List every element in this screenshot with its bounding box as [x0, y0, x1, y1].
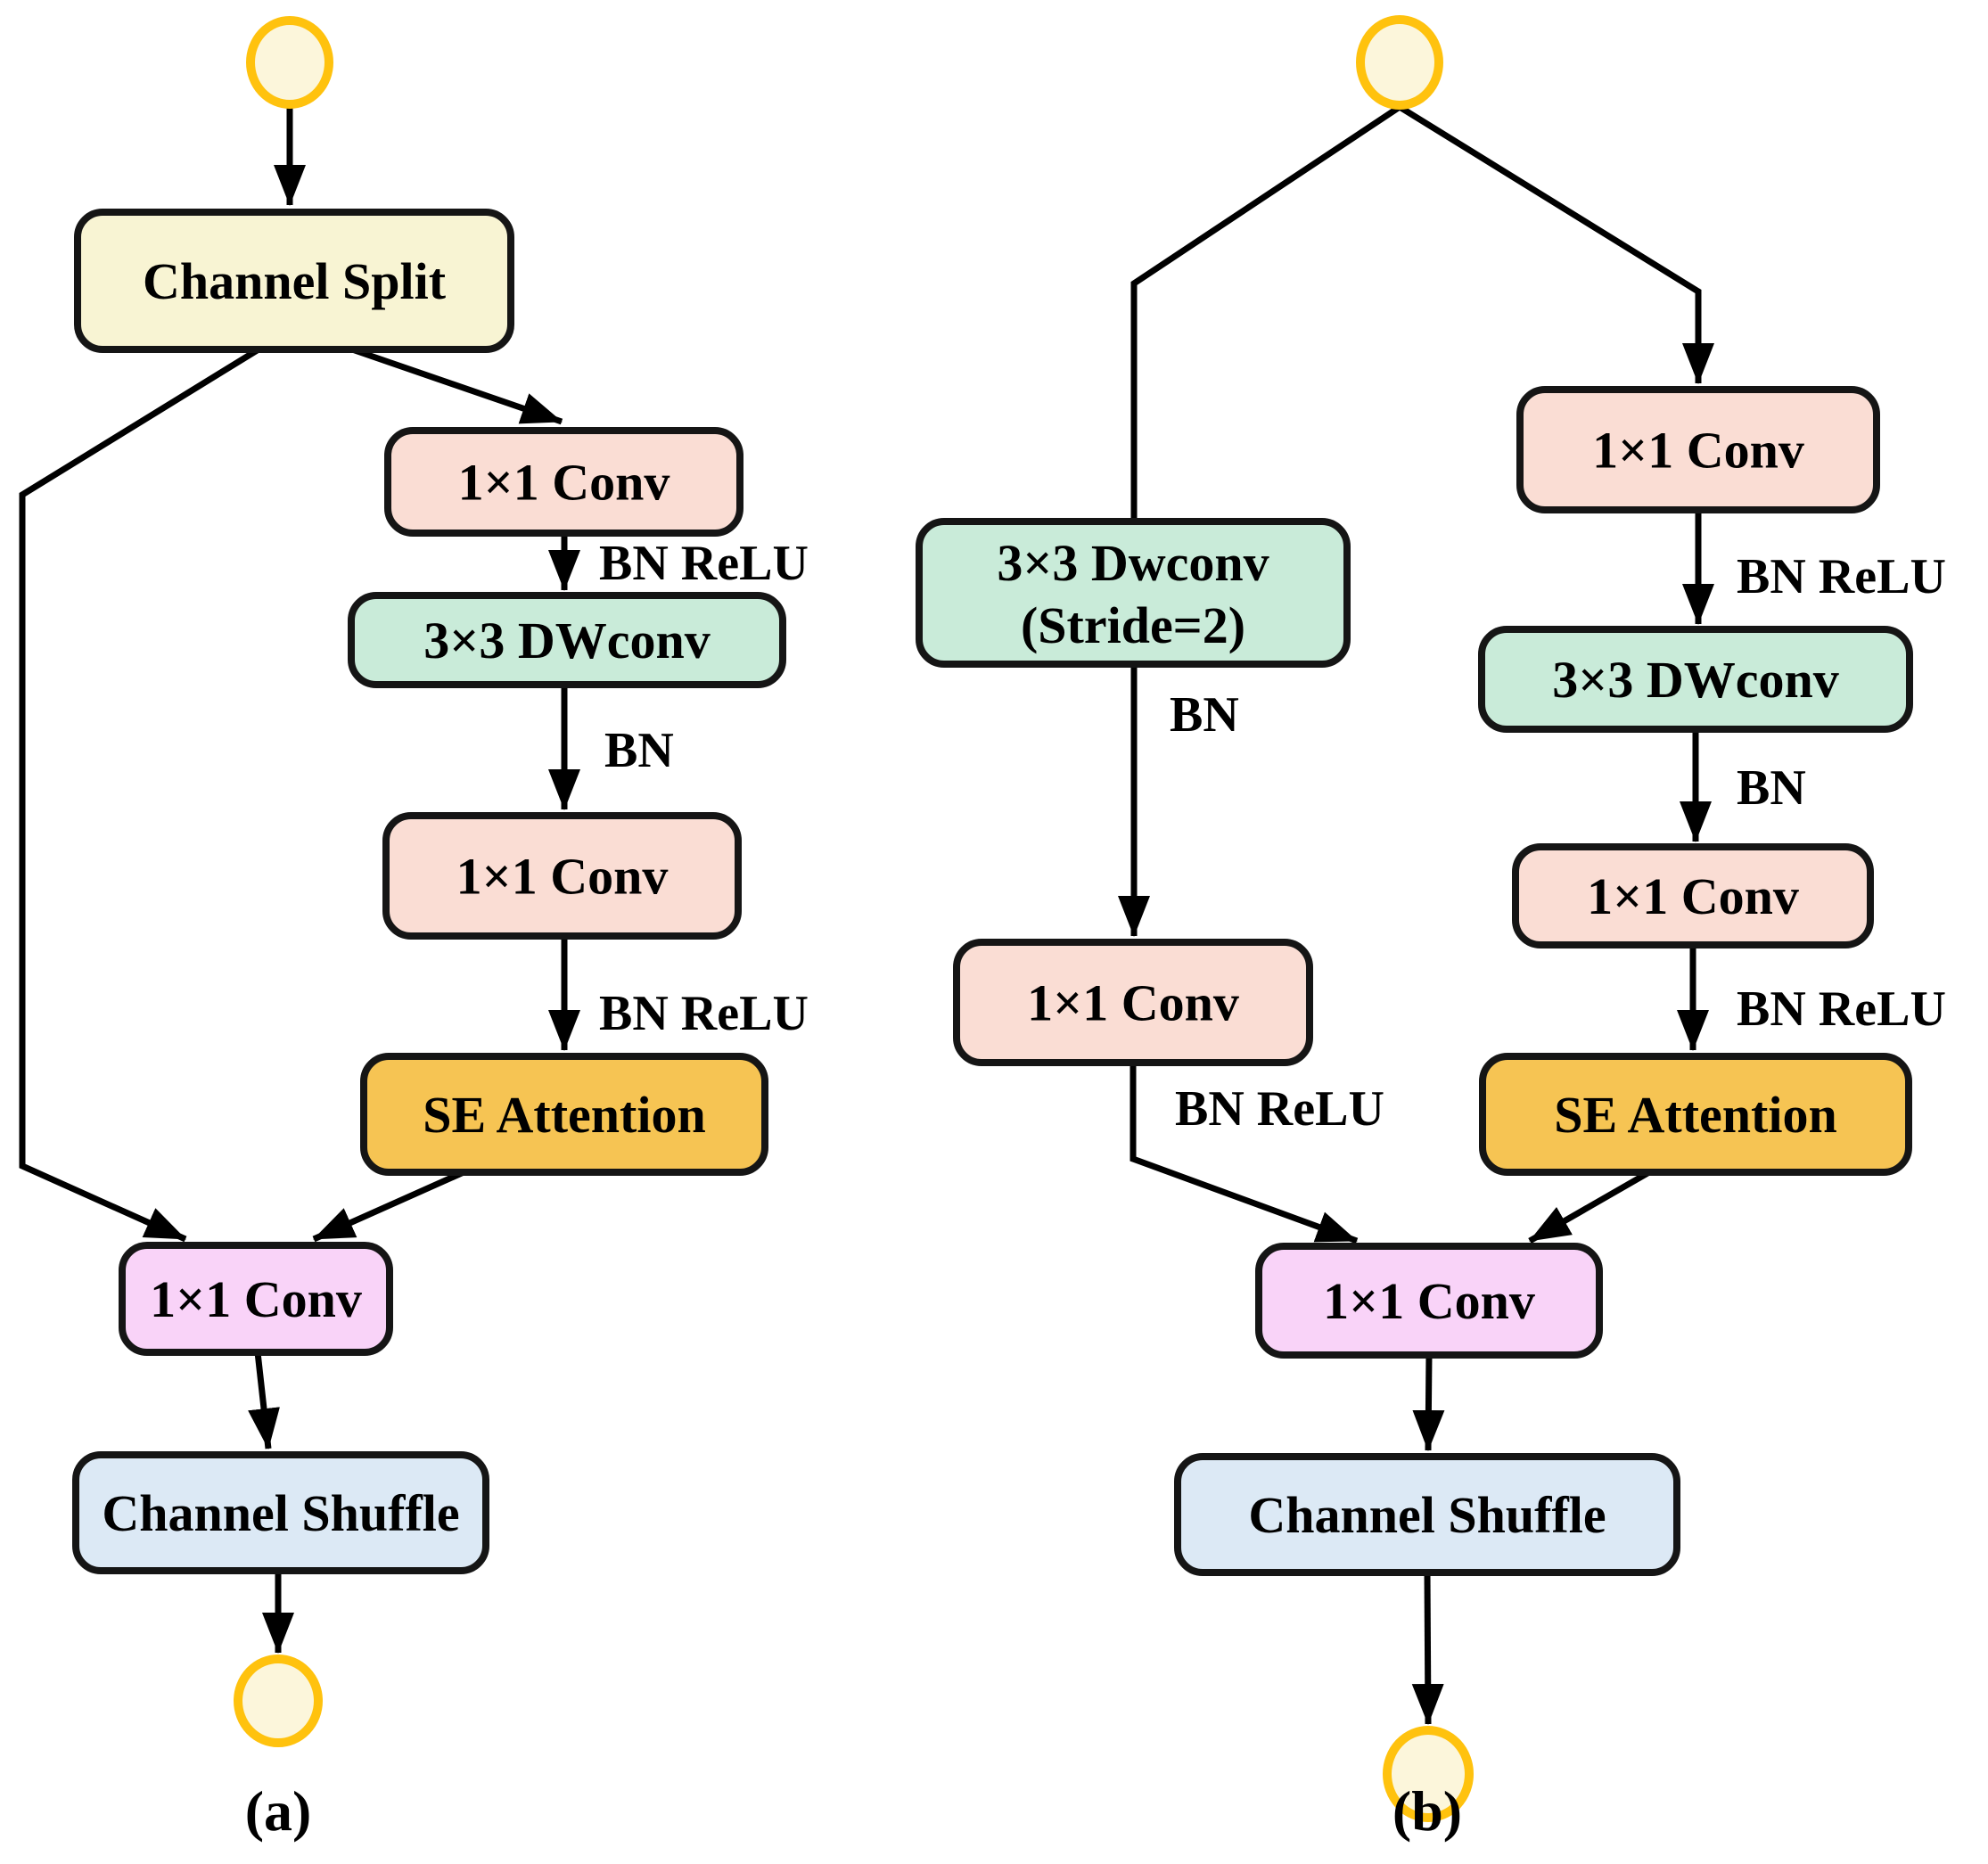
b-conv2-box — [1512, 843, 1874, 948]
node-b-dwconv: 3×3 DWconv — [1478, 626, 1913, 733]
node-b-output — [1383, 1726, 1474, 1822]
b-l-bn-left: BN — [1170, 687, 1239, 743]
a-l-bnrelu2: BN ReLU — [599, 986, 809, 1041]
node-b-input — [1356, 15, 1443, 110]
b-shuffle-box — [1174, 1453, 1680, 1576]
b-edge-se-proj — [1528, 1169, 1651, 1244]
a-conv2-label: 1×1 Conv — [456, 848, 669, 906]
node-a-se: SE Attention — [360, 1053, 768, 1176]
a-se-box — [360, 1053, 768, 1176]
b-dwconv-box — [1478, 626, 1913, 733]
b-input-circle — [1356, 15, 1443, 110]
node-a-dwconv: 3×3 DWconv — [348, 592, 786, 688]
node-a-shuffle: Channel Shuffle — [72, 1451, 489, 1574]
b-l-bnrelu2: BN ReLU — [1737, 981, 1946, 1037]
b-edge-proj-shuffle — [1412, 1354, 1445, 1451]
node-b-conv-left: 1×1 Conv — [953, 939, 1313, 1066]
a-conv1-box — [384, 427, 743, 537]
b-dwconv-s-label: 3×3 Dwconv(Stride=2) — [997, 534, 1269, 654]
b-conv1-label: 1×1 Conv — [1592, 422, 1804, 480]
b-edge-in-right — [1398, 104, 1714, 384]
node-b-conv2: 1×1 Conv — [1512, 843, 1874, 948]
b-edge-convleft-proj — [1130, 1063, 1359, 1244]
node-b-conv1: 1×1 Conv — [1516, 386, 1880, 513]
b-l-bnrelu1: BN ReLU — [1737, 549, 1946, 604]
caption-a: (a) — [244, 1779, 312, 1843]
a-input-circle — [246, 16, 333, 109]
b-se-box — [1479, 1053, 1912, 1176]
a-l-bn1: BN — [604, 723, 674, 778]
node-b-shuffle: Channel Shuffle — [1174, 1453, 1680, 1576]
node-a-proj: 1×1 Conv — [119, 1242, 393, 1356]
a-proj-box — [119, 1242, 393, 1356]
b-proj-label: 1×1 Conv — [1323, 1272, 1535, 1330]
b-conv-left-label: 1×1 Conv — [1027, 974, 1239, 1032]
a-shuffle-label: Channel Shuffle — [102, 1484, 459, 1542]
a-output-circle — [234, 1655, 323, 1747]
b-dwconv-label: 3×3 DWconv — [1552, 651, 1838, 709]
a-edge-split-bypass — [19, 347, 260, 1243]
a-edge-proj-shuffle — [248, 1351, 280, 1449]
a-conv1-label: 1×1 Conv — [458, 454, 670, 512]
b-edge-shuffle-out — [1411, 1572, 1444, 1725]
b-output-circle — [1383, 1726, 1474, 1822]
b-conv2-label: 1×1 Conv — [1587, 867, 1799, 925]
b-se-label: SE Attention — [1554, 1086, 1836, 1144]
node-a-channel-split: Channel Split — [74, 209, 514, 353]
node-a-output — [234, 1655, 323, 1747]
a-dwconv-box — [348, 592, 786, 688]
b-proj-box — [1255, 1243, 1603, 1359]
a-channel-split-box — [74, 209, 514, 353]
a-edge-split-conv1 — [350, 346, 563, 425]
node-b-dwconv-s: 3×3 Dwconv(Stride=2) — [916, 518, 1351, 668]
a-edge-se-proj — [312, 1169, 465, 1243]
b-l-bnrelu-left: BN ReLU — [1175, 1081, 1384, 1137]
a-shuffle-box — [72, 1451, 489, 1574]
a-l-bnrelu1: BN ReLU — [599, 536, 809, 591]
node-b-proj: 1×1 Conv — [1255, 1243, 1603, 1359]
a-conv2-box — [382, 812, 742, 940]
a-dwconv-label: 3×3 DWconv — [423, 612, 710, 669]
node-b-se: SE Attention — [1479, 1053, 1912, 1176]
node-a-conv2: 1×1 Conv — [382, 812, 742, 940]
a-channel-split-label: Channel Split — [143, 252, 447, 310]
b-shuffle-label: Channel Shuffle — [1248, 1486, 1606, 1544]
node-a-input — [246, 16, 333, 109]
caption-b: (b) — [1392, 1779, 1463, 1843]
b-conv1-box — [1516, 386, 1880, 513]
a-proj-label: 1×1 Conv — [150, 1270, 362, 1328]
a-se-label: SE Attention — [423, 1086, 705, 1144]
b-edge-in-left — [1130, 104, 1401, 535]
node-a-conv1: 1×1 Conv — [384, 427, 743, 537]
b-dwconv-s-box — [916, 518, 1351, 668]
b-l-bn1: BN — [1737, 760, 1806, 816]
b-conv-left-box — [953, 939, 1313, 1066]
